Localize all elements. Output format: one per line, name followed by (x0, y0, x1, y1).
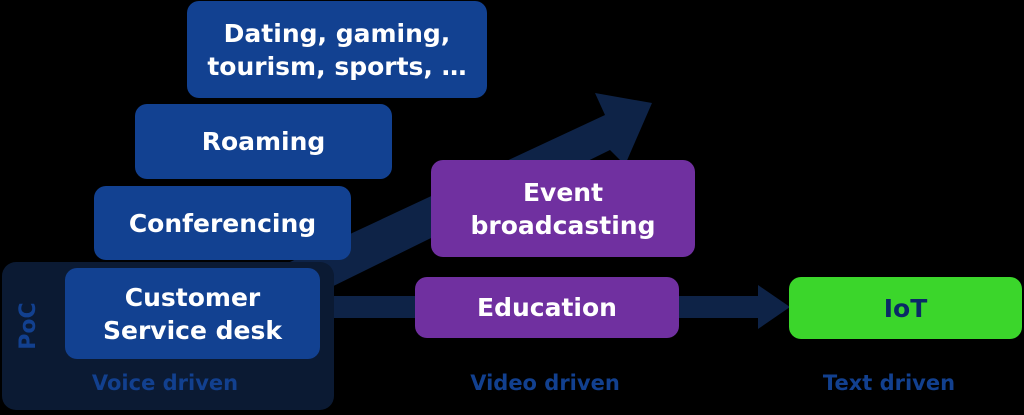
conferencing-box: Conferencing (94, 186, 351, 260)
iot-box: IoT (789, 277, 1022, 339)
video-driven-caption: Video driven (470, 371, 620, 395)
horizontal-arrow-head (758, 285, 790, 329)
voice-driven-caption: Voice driven (91, 371, 239, 395)
text-driven-caption: Text driven (822, 371, 956, 395)
poc-label: PoC (15, 302, 41, 350)
education-box: Education (415, 277, 679, 338)
customer-service-box: Customer Service desk (65, 268, 320, 359)
roaming-box: Roaming (135, 104, 392, 179)
event-broadcasting-box: Event broadcasting (431, 160, 695, 257)
dating-gaming-box: Dating, gaming, tourism, sports, … (187, 1, 487, 98)
